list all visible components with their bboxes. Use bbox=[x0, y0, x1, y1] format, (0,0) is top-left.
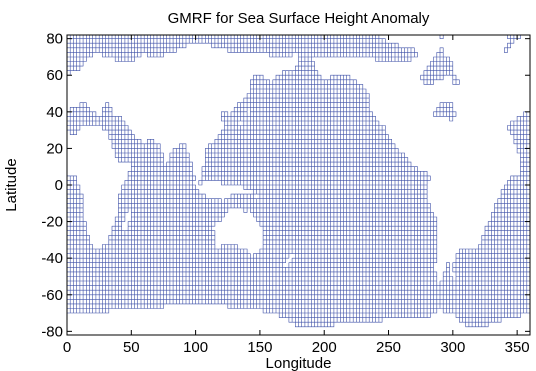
y-tick-label: 80 bbox=[46, 31, 63, 48]
x-tick-label: 50 bbox=[123, 339, 140, 356]
y-tick-label: 0 bbox=[55, 177, 63, 194]
y-tick-label: 20 bbox=[46, 140, 63, 157]
x-axis: 0 50 100 150 200 250 300 350 bbox=[63, 35, 530, 356]
y-axis-label: Latitude bbox=[3, 158, 20, 211]
ocean-grid bbox=[66, 34, 531, 328]
y-tick-label: -60 bbox=[41, 287, 63, 304]
y-tick-label: -20 bbox=[41, 214, 63, 231]
y-tick-label: 40 bbox=[46, 104, 63, 121]
ocean-grid-cells bbox=[66, 34, 531, 328]
x-tick-label: 100 bbox=[183, 339, 208, 356]
x-tick-label: 150 bbox=[247, 339, 272, 356]
chart-title: GMRF for Sea Surface Height Anomaly bbox=[168, 10, 430, 27]
y-tick-label: -40 bbox=[41, 250, 63, 267]
x-tick-label: 0 bbox=[63, 339, 71, 356]
x-tick-label: 200 bbox=[312, 339, 337, 356]
x-tick-label: 250 bbox=[376, 339, 401, 356]
x-tick-label: 300 bbox=[440, 339, 465, 356]
x-axis-label: Longitude bbox=[266, 355, 332, 371]
y-axis: -80 -60 -40 -20 0 20 40 60 80 bbox=[41, 31, 530, 340]
y-tick-label: 60 bbox=[46, 67, 63, 84]
x-tick-label: 350 bbox=[505, 339, 530, 356]
y-tick-label: -80 bbox=[41, 323, 63, 340]
